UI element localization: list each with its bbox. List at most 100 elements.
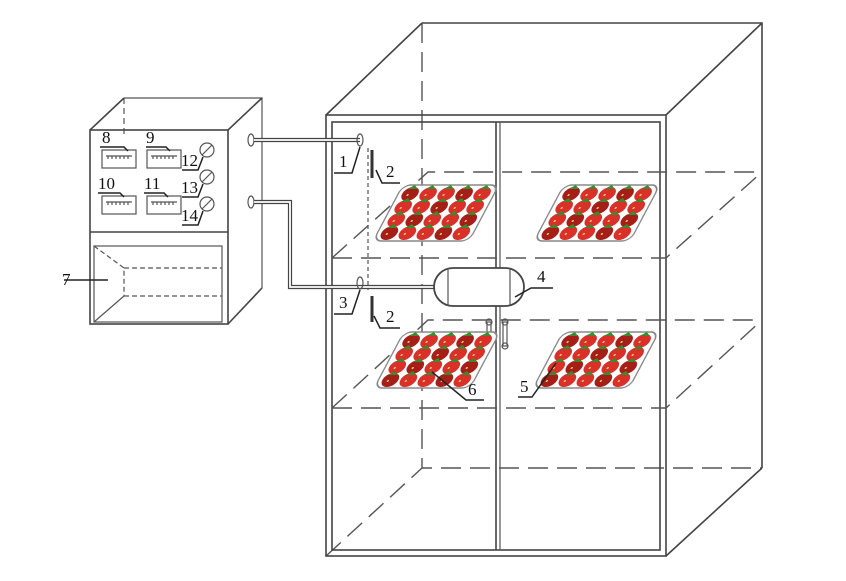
strawberry-seed [595, 354, 598, 356]
strawberry-leaf [596, 345, 607, 349]
label-6: 6 [468, 380, 477, 399]
strawberry-leaf [419, 345, 430, 349]
strawberry-leaf [455, 345, 466, 349]
strawberry [590, 347, 609, 361]
strawberry-leaf [424, 371, 435, 375]
label-14: 14 [181, 206, 199, 225]
strawberry-seed [600, 233, 603, 235]
strawberry-leaf [394, 358, 405, 362]
strawberry [634, 187, 652, 201]
strawberry [434, 226, 453, 240]
label-1: 1 [339, 152, 348, 171]
strawberry-seed [618, 233, 621, 235]
strawberry-seed [457, 233, 460, 235]
strawberry-leaf [568, 185, 579, 189]
gas-cylinder [433, 267, 525, 307]
strawberry [626, 347, 645, 361]
strawberry [572, 347, 591, 361]
strawberry [598, 187, 616, 201]
strawberry-trays [375, 184, 658, 389]
strawberry [580, 187, 598, 201]
control-box [89, 97, 263, 325]
strawberry [455, 187, 473, 201]
strawberry [380, 226, 399, 240]
strawberry-seed [425, 341, 428, 343]
strawberry-leaf [388, 371, 399, 375]
strawberry-seed [545, 380, 548, 382]
strawberry [594, 373, 613, 387]
strawberry [616, 187, 634, 201]
strawberry-seed [478, 194, 481, 196]
strawberry-leaf [473, 345, 484, 349]
strawberry [405, 213, 424, 227]
strawberry-leaf [401, 345, 412, 349]
strawberry-seed [566, 341, 569, 343]
knob-12 [199, 142, 215, 158]
strawberry-seed [411, 367, 414, 369]
strawberry [437, 187, 455, 201]
strawberry [412, 200, 431, 214]
strawberry-leaf [479, 185, 490, 189]
strawberry-leaf [393, 211, 404, 215]
strawberry-seed [563, 380, 566, 382]
strawberry [562, 187, 580, 201]
strawberry-seed [410, 220, 413, 222]
strawberry-seed [621, 194, 624, 196]
strawberry [584, 213, 603, 227]
strawberry [435, 373, 454, 387]
strawberry-leaf [566, 224, 577, 228]
strawberry-leaf [567, 332, 578, 336]
strawberry-seed [458, 380, 461, 382]
strawberry-leaf [426, 332, 437, 336]
strawberry-leaf [411, 211, 422, 215]
strawberry [399, 373, 418, 387]
strawberry [608, 347, 627, 361]
strawberry-leaf [405, 224, 416, 228]
strawberry-leaf [585, 332, 596, 336]
strawberry [565, 360, 584, 374]
strawberry-seed [613, 354, 616, 356]
strawberry-seed [471, 207, 474, 209]
strawberry-seed [465, 367, 468, 369]
knob-13 [199, 169, 215, 185]
strawberry-seed [400, 354, 403, 356]
strawberry-seed [567, 194, 570, 196]
strawberry [595, 226, 614, 240]
strawberry [609, 200, 628, 214]
strawberry [612, 373, 631, 387]
strawberry [441, 213, 460, 227]
strawberry-seed [460, 194, 463, 196]
strawberry-seed [392, 220, 395, 222]
strawberry [438, 334, 456, 348]
strawberry [406, 360, 425, 374]
strawberry-leaf [387, 224, 398, 228]
strawberry [474, 334, 492, 348]
strawberry-seed [472, 354, 475, 356]
strawberry-seed [578, 207, 581, 209]
strawberry-seed [479, 341, 482, 343]
strawberry-seed [553, 220, 556, 222]
strawberry [452, 226, 471, 240]
strawberry-seed [454, 354, 457, 356]
strawberry [555, 200, 574, 214]
strawberry-leaf [437, 345, 448, 349]
strawberry [613, 226, 632, 240]
strawberry-seed [639, 194, 642, 196]
strawberry-leaf [406, 371, 417, 375]
label-4: 4 [537, 267, 546, 286]
strawberry-seed [625, 220, 628, 222]
label-5: 5 [520, 377, 529, 396]
strawberry-leaf [607, 358, 618, 362]
strawberry-seed [406, 194, 409, 196]
strawberry-seed [429, 367, 432, 369]
strawberry-leaf [465, 211, 476, 215]
label-2-lower: 2 [386, 307, 395, 326]
strawberry-leaf [622, 185, 633, 189]
strawberry-seed [638, 341, 641, 343]
strawberry [602, 213, 621, 227]
strawberry-seed [404, 380, 407, 382]
strawberry-leaf [625, 358, 636, 362]
strawberry [459, 213, 478, 227]
strawberry-seed [422, 380, 425, 382]
strawberry-leaf [603, 332, 614, 336]
